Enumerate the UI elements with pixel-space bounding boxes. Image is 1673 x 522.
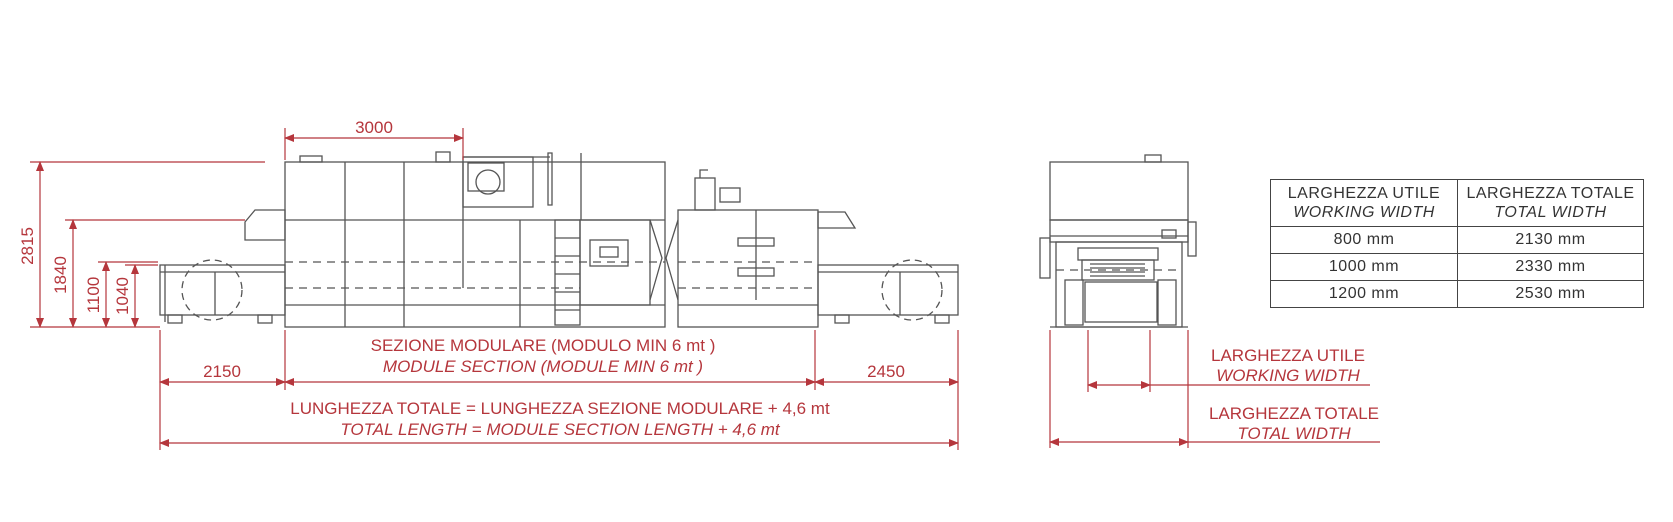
width-table: LARGHEZZA UTILE WORKING WIDTH LARGHEZZA …: [1270, 179, 1644, 308]
width-table-header-working: LARGHEZZA UTILE WORKING WIDTH: [1270, 179, 1458, 227]
working-width-cell: 1200 mm: [1270, 280, 1458, 308]
total-length-label-it: LUNGHEZZA TOTALE = LUNGHEZZA SEZIONE MOD…: [290, 399, 830, 418]
header-working-en: WORKING WIDTH: [1293, 204, 1435, 221]
working-width-label-en: WORKING WIDTH: [1216, 366, 1360, 385]
front-view-labels: LARGHEZZA UTILE WORKING WIDTH LARGHEZZA …: [1209, 346, 1379, 443]
table-row: 1200 mm 2530 mm: [1270, 280, 1644, 308]
left-length-label: 2150: [203, 362, 241, 381]
height-1040-label: 1040: [113, 277, 132, 315]
front-view-machine: [1039, 154, 1197, 328]
right-length-label: 2450: [867, 362, 905, 381]
table-row: 800 mm 2130 mm: [1270, 226, 1644, 254]
module-section-label-en: MODULE SECTION (MODULE MIN 6 mt ): [383, 357, 703, 376]
working-width-label-it: LARGHEZZA UTILE: [1211, 346, 1365, 365]
working-width-cell: 1000 mm: [1270, 253, 1458, 281]
oven-main-body: [244, 151, 857, 328]
side-view-labels: 2815 1840 1100 1040 3000 2150 2450 SEZIO…: [18, 118, 905, 439]
height-1100-label: 1100: [84, 277, 103, 314]
total-width-cell: 2130 mm: [1457, 226, 1644, 254]
top-width-label: 3000: [355, 118, 393, 137]
header-working-it: LARGHEZZA UTILE: [1287, 185, 1441, 202]
front-view-dimensions: [1049, 330, 1380, 448]
total-length-label-en: TOTAL LENGTH = MODULE SECTION LENGTH + 4…: [340, 420, 781, 439]
total-width-cell: 2330 mm: [1457, 253, 1644, 281]
working-width-cell: 800 mm: [1270, 226, 1458, 254]
table-row: 1000 mm 2330 mm: [1270, 253, 1644, 281]
side-view-dimensions: [30, 128, 959, 450]
total-width-label-en: TOTAL WIDTH: [1237, 424, 1351, 443]
header-total-en: TOTAL WIDTH: [1494, 204, 1607, 221]
height-1840-label: 1840: [51, 256, 70, 294]
height-2815-label: 2815: [18, 227, 37, 265]
header-total-it: LARGHEZZA TOTALE: [1466, 185, 1635, 202]
total-width-cell: 2530 mm: [1457, 280, 1644, 308]
right-conveyor: [817, 259, 959, 324]
total-width-label-it: LARGHEZZA TOTALE: [1209, 404, 1379, 423]
left-conveyor: [159, 259, 286, 324]
width-table-header-row: LARGHEZZA UTILE WORKING WIDTH LARGHEZZA …: [1270, 179, 1644, 227]
side-view-machine: [159, 151, 959, 328]
module-section-label-it: SEZIONE MODULARE (MODULO MIN 6 mt ): [371, 336, 716, 355]
width-table-header-total: LARGHEZZA TOTALE TOTAL WIDTH: [1457, 179, 1644, 227]
